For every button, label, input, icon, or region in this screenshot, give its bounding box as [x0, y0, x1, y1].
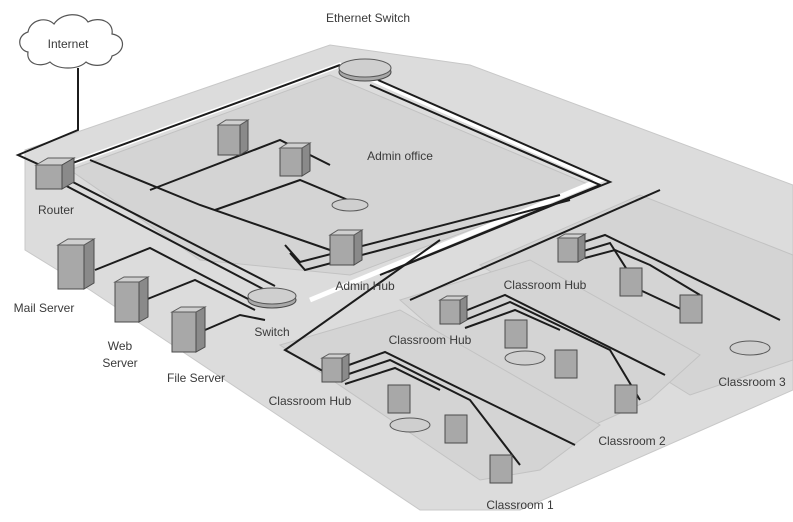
- admin-hub-device: [330, 230, 362, 265]
- web-server-label-line1: Web: [108, 339, 133, 353]
- classroom-hub-right-label: Classroom Hub: [504, 278, 587, 292]
- admin-office-label: Admin office: [367, 149, 433, 163]
- router-label: Router: [38, 203, 74, 217]
- admin-pc-2: [280, 143, 310, 176]
- mail-server-device: [58, 239, 94, 289]
- classroom-hub-middle-device: [440, 296, 467, 324]
- switch-device: [248, 288, 296, 308]
- admin-pc-1: [218, 120, 248, 155]
- classroom-hub-left-label: Classroom Hub: [269, 394, 352, 408]
- classroom-2-label: Classroom 2: [598, 434, 666, 448]
- web-server-label-line2: Server: [102, 356, 137, 370]
- file-server-device: [172, 307, 205, 352]
- internet-label: Internet: [48, 37, 89, 51]
- ethernet-switch-device: [339, 59, 391, 81]
- mail-server-label: Mail Server: [14, 301, 75, 315]
- admin-pc-3: [332, 199, 368, 211]
- router-device: [36, 158, 74, 189]
- admin-hub-label: Admin Hub: [335, 279, 395, 293]
- classroom-1-label: Classroom 1: [486, 498, 554, 512]
- file-server-label: File Server: [167, 371, 225, 385]
- ethernet-switch-label: Ethernet Switch: [326, 11, 410, 25]
- web-server-device: [115, 277, 148, 322]
- classroom-hub-right-device: [558, 234, 585, 262]
- classroom-hub-left-device: [322, 354, 349, 382]
- internet-cloud: Internet: [20, 15, 123, 68]
- switch-label: Switch: [254, 325, 289, 339]
- classroom-3-label: Classroom 3: [718, 375, 786, 389]
- classroom-hub-middle-label: Classroom Hub: [389, 333, 472, 347]
